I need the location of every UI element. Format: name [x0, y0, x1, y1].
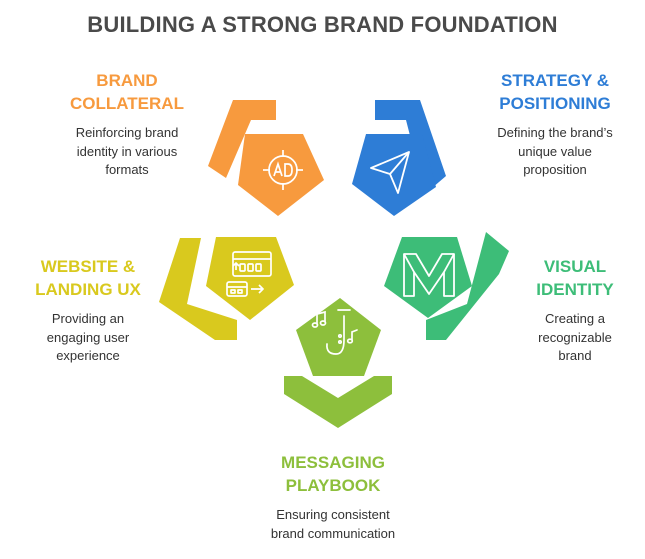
saxophone-music-icon [311, 309, 358, 355]
messaging-band [284, 376, 392, 428]
brand-collateral-description: Reinforcing brand identity in various fo… [75, 125, 179, 177]
logo-m-icon [403, 253, 455, 297]
messaging-description: Ensuring consistent brand communication [270, 507, 396, 541]
messaging-block: MESSAGING PLAYBOOK Ensuring consistent b… [233, 451, 433, 543]
website-heading: WEBSITE & LANDING UX [35, 257, 141, 299]
strategy-block: STRATEGY & POSITIONING Defining the bran… [470, 69, 640, 180]
website-pentagon [206, 237, 294, 320]
strategy-heading: STRATEGY & POSITIONING [499, 71, 611, 113]
visual-identity-pentagon [384, 237, 472, 318]
visual-identity-description: Creating a recognizable brand [538, 311, 612, 363]
browser-window-icon [226, 251, 272, 297]
visual-identity-heading: VISUAL IDENTITY [536, 257, 614, 299]
website-description: Providing an engaging user experience [46, 311, 130, 363]
website-block: WEBSITE & LANDING UX Providing an engagi… [8, 255, 168, 366]
brand-collateral-block: BRAND COLLATERAL Reinforcing brand ident… [42, 69, 212, 180]
website-band [159, 238, 237, 340]
messaging-heading: MESSAGING PLAYBOOK [281, 453, 385, 495]
visual-identity-block: VISUAL IDENTITY Creating a recognizable … [500, 255, 645, 366]
ad-target-icon [263, 150, 303, 190]
brand-collateral-heading: BRAND COLLATERAL [70, 71, 184, 113]
brand-collateral-band [208, 100, 276, 178]
visual-identity-band [426, 232, 509, 340]
strategy-description: Defining the brand’s unique value propos… [497, 125, 613, 177]
strategy-pentagon [352, 134, 436, 216]
navigation-arrow-icon [370, 151, 410, 194]
page-title: BUILDING A STRONG BRAND FOUNDATION [87, 12, 558, 37]
